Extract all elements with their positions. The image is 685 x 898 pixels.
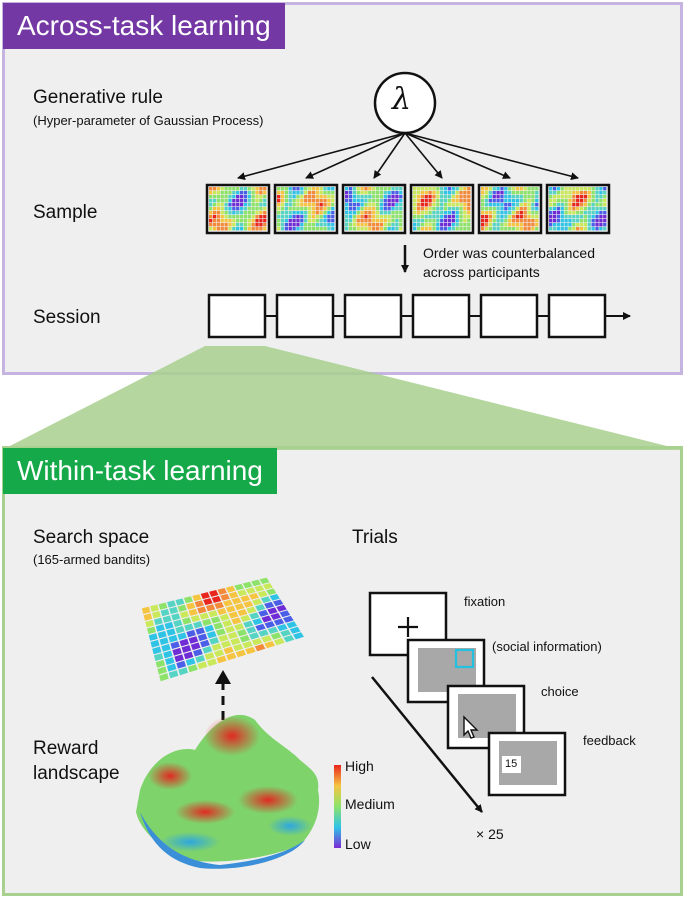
sample-grid — [205, 183, 271, 235]
session-label: Session — [33, 307, 101, 328]
session-box — [479, 293, 539, 339]
across-task-title: Across-task learning — [3, 3, 285, 49]
session-box — [343, 293, 403, 339]
social-highlight — [454, 648, 475, 669]
sample-grid — [545, 183, 611, 235]
choice-label: choice — [541, 684, 579, 699]
search-space-grid — [141, 577, 304, 682]
social-info-label: (social information) — [492, 639, 602, 654]
session-box — [547, 293, 607, 339]
sample-grid — [341, 183, 407, 235]
feedback-label: feedback — [583, 733, 636, 748]
trial-sequence-arrow — [371, 676, 483, 813]
cursor-icon — [463, 715, 479, 739]
generative-rule-sub: (Hyper-parameter of Gaussian Process) — [33, 113, 264, 128]
search-space-label: Search space — [33, 527, 150, 548]
order-note-line1: Order was counterbalanced — [423, 245, 595, 261]
sample-label: Sample — [33, 202, 98, 223]
colorbar-high: High — [345, 758, 374, 774]
feedback-value: 15 — [505, 758, 518, 770]
feedback-value-box — [502, 756, 521, 773]
session-boxes — [207, 293, 631, 339]
session-box — [275, 293, 335, 339]
colorbar — [334, 765, 341, 848]
trials-label: Trials — [352, 527, 398, 548]
reward-landscape-line1: Reward — [33, 738, 99, 759]
lambda-arrow — [404, 132, 511, 179]
fixation-label: fixation — [464, 594, 506, 609]
lambda-arrows — [237, 132, 579, 181]
lambda-symbol: λ — [392, 82, 412, 117]
search-space-sub: (165-armed bandits) — [33, 552, 151, 567]
trial-screens — [368, 591, 567, 797]
within-task-panel — [2, 446, 683, 896]
lambda-arrow — [237, 132, 406, 181]
sample-grid — [477, 183, 543, 235]
colorbar-medium: Medium — [345, 796, 395, 812]
sample-grid — [409, 183, 475, 235]
generative-rule-label: Generative rule — [33, 87, 163, 108]
session-box — [207, 293, 267, 339]
colorbar-low: Low — [345, 836, 371, 852]
sample-grid — [273, 183, 339, 235]
order-note-line2: across participants — [423, 264, 540, 280]
reward-landscape-surface — [136, 714, 320, 869]
session-box — [411, 293, 471, 339]
reward-landscape-line2: landscape — [33, 763, 120, 784]
sample-grids — [205, 183, 611, 235]
lambda-arrow — [373, 132, 406, 179]
lambda-arrow — [404, 132, 443, 179]
lambda-arrow — [305, 132, 406, 179]
within-task-title: Within-task learning — [3, 448, 277, 494]
repeat-count: × 25 — [476, 826, 504, 842]
lambda-arrow — [404, 132, 579, 181]
